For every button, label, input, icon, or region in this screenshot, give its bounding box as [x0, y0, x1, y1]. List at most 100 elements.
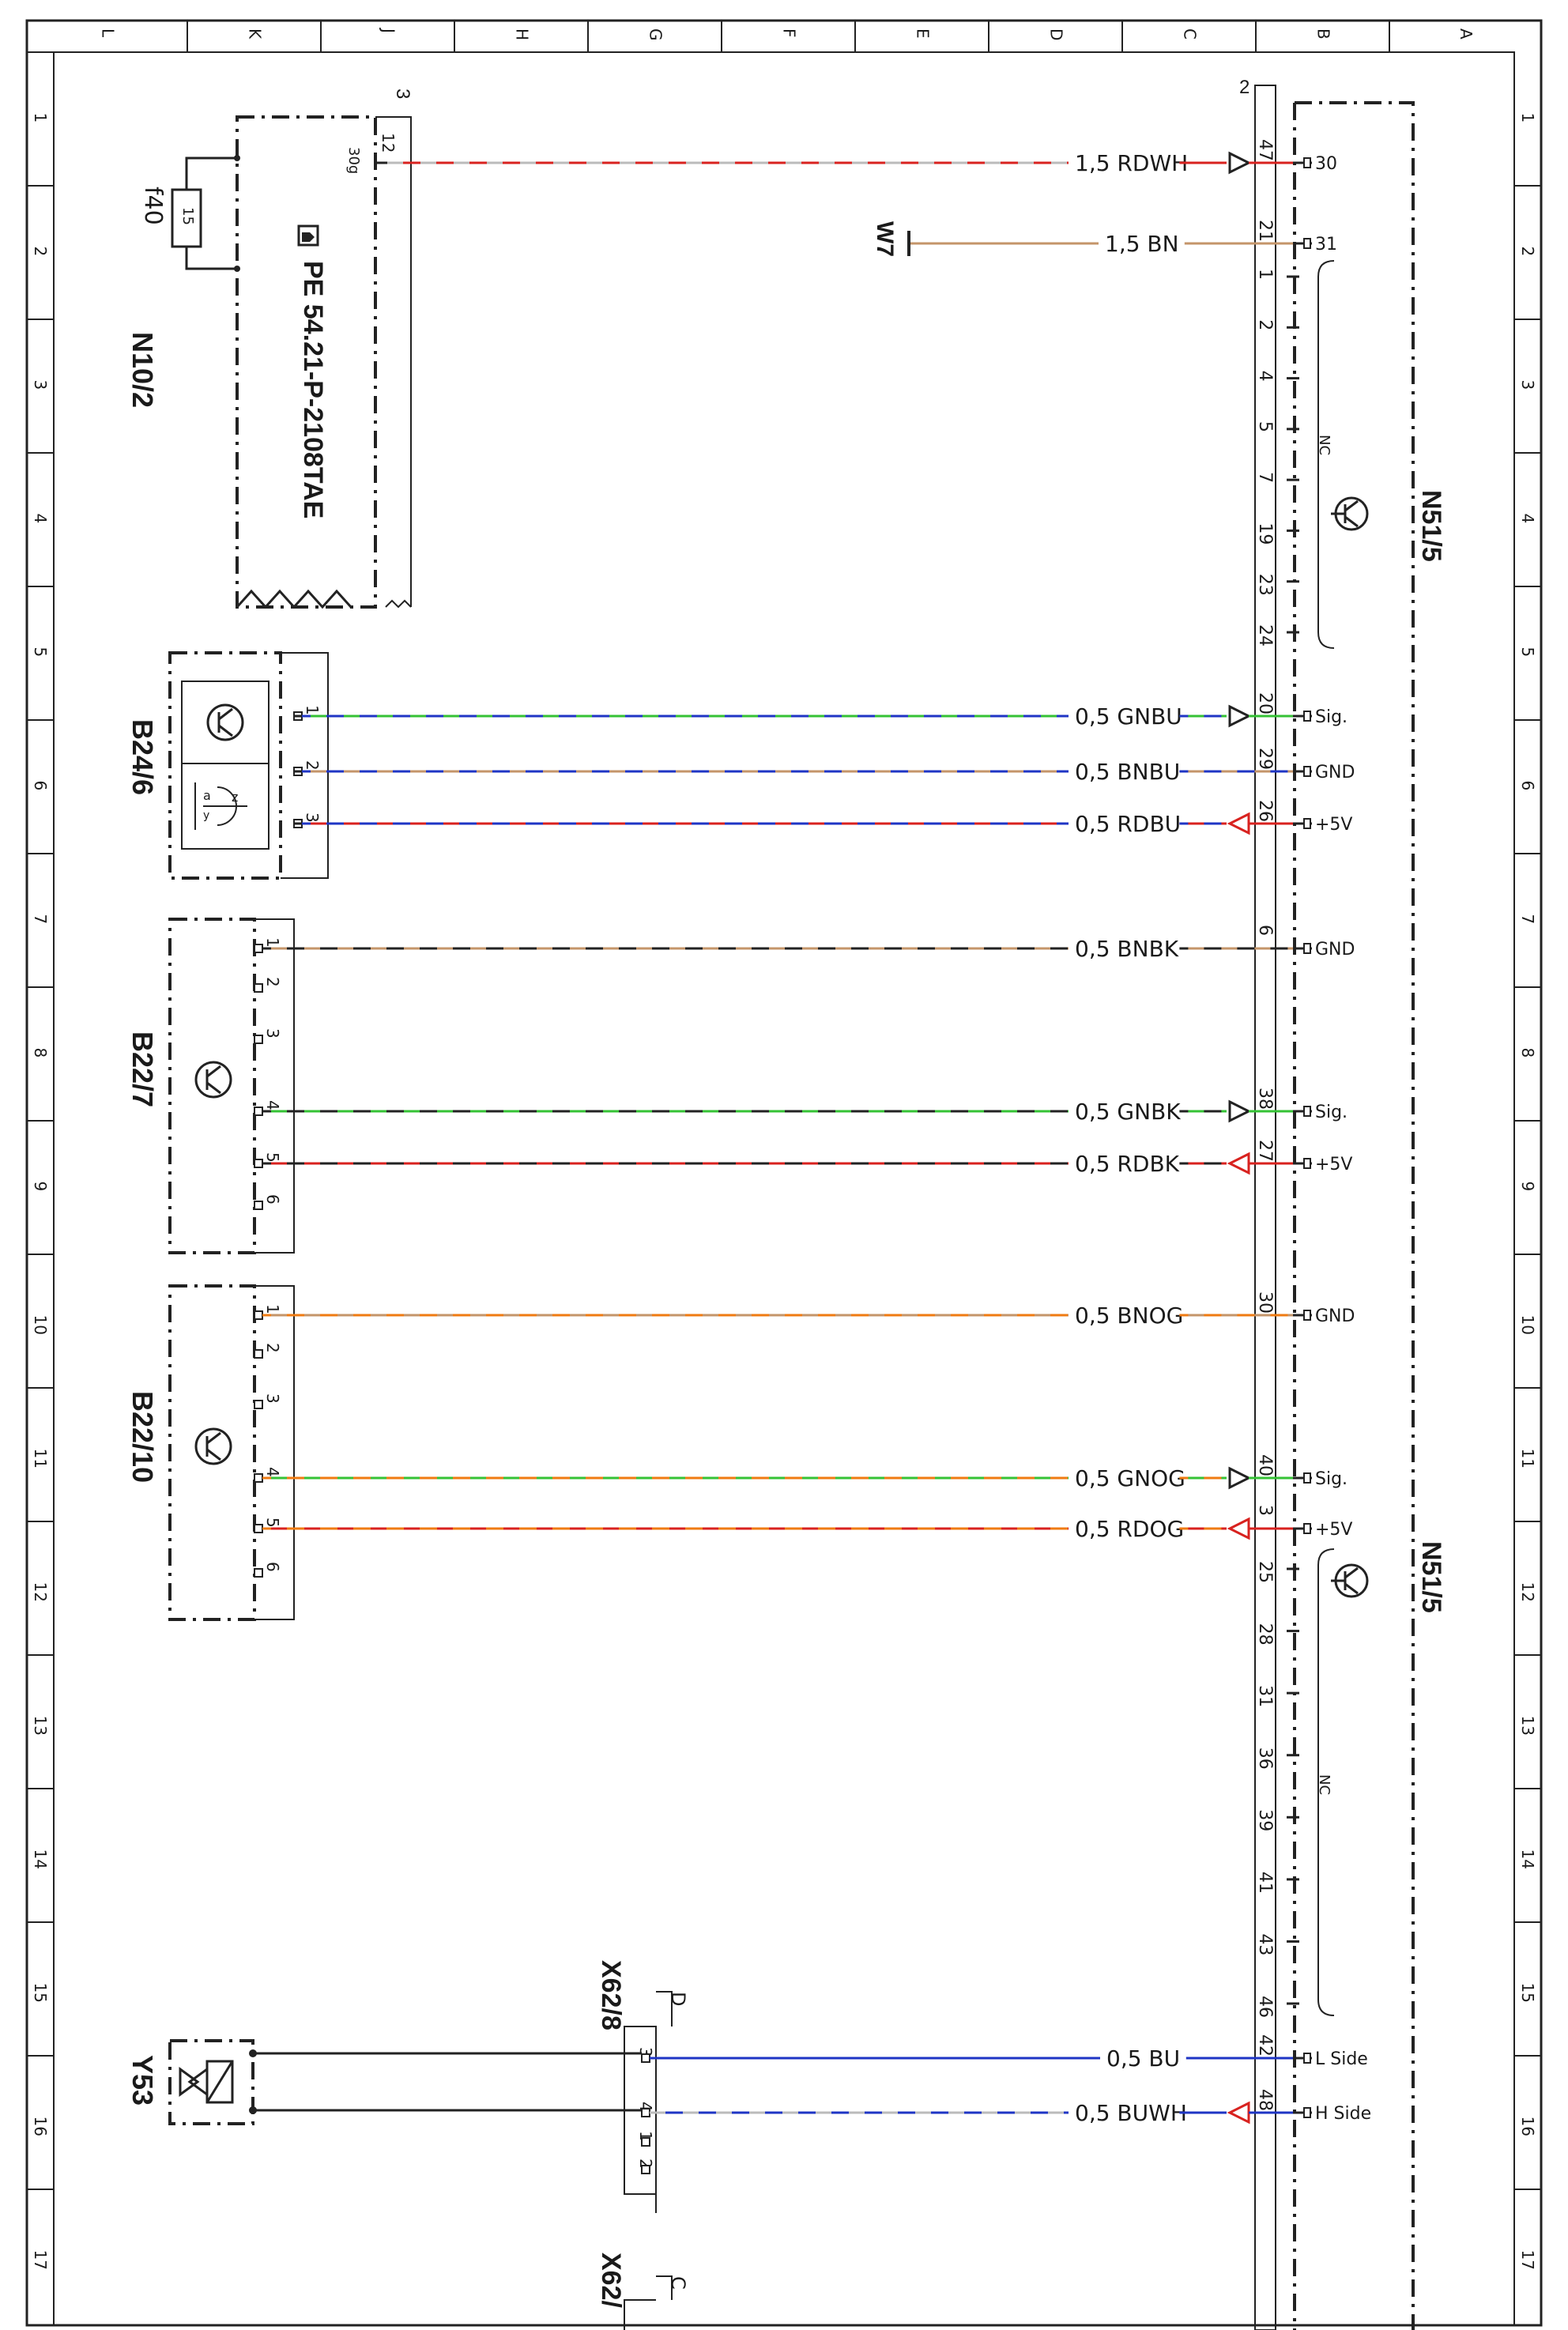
row-label-right: 12 [1518, 1582, 1537, 1602]
nc-pin-label: 36 [1255, 1748, 1275, 1770]
valve-icon [179, 2067, 209, 2097]
svg-text:NC: NC [1316, 1774, 1332, 1795]
connector-pin-label: 3 [303, 812, 322, 823]
connector-pin-label: 6 [263, 1194, 282, 1205]
fuse-value: 15 [179, 207, 196, 225]
n10-2-module: 3 12 30g PE 54.21-P-2108TAE N10/2 15 f40 [126, 89, 413, 609]
connector-pin-label: 1 [263, 1304, 282, 1314]
wire-w12: 0,5 BU 42 L Side [253, 2034, 1368, 2072]
row-label-left: 13 [31, 1716, 50, 1736]
control-unit-pin-label: 21 [1255, 220, 1275, 242]
yaw-rate-icon: a y z [194, 782, 247, 830]
row-label-left: 3 [31, 380, 50, 390]
row-label-left: 8 [31, 1048, 50, 1058]
row-label-left: 4 [31, 514, 50, 524]
control-unit-pin-label: 42 [1255, 2034, 1275, 2057]
connector-pin-label: 2 [263, 977, 282, 987]
n10-2-label: N10/2 [126, 332, 159, 408]
connector-pin-label: 1 [263, 937, 282, 948]
n51-5-label-bottom: N51/5 [1416, 1541, 1446, 1613]
row-label-left: 17 [31, 2250, 50, 2270]
wire-label: 0,5 BNBU [1075, 759, 1180, 785]
nc-pin-label: 46 [1255, 1996, 1275, 2018]
signal-arrow-in [1228, 151, 1252, 175]
control-unit-pin-label: 38 [1255, 1088, 1275, 1110]
y53-label: Y53 [126, 2055, 159, 2106]
b22-10-label: B22/10 [126, 1391, 159, 1483]
nc-bracket-top: NC [1316, 260, 1335, 649]
wire-label: 0,5 BNBK [1075, 936, 1179, 962]
connector-pin-label: 6 [263, 1562, 282, 1572]
y53-valve: Y53 [126, 2039, 257, 2125]
x62-8-letter: D [667, 1992, 689, 2006]
b22-7-transistor-icon [194, 1061, 232, 1099]
control-unit-pin-label: 30 [1255, 1291, 1275, 1314]
connector-pin-label: 3 [263, 1028, 282, 1039]
row-label-left: 15 [31, 1983, 50, 2003]
pin-function-label: H Side [1315, 2104, 1371, 2124]
pin-function-label: +5V [1315, 1520, 1352, 1540]
connector-pin-label: 1 [303, 705, 322, 715]
connector-pin-label: 5 [263, 1518, 282, 1528]
nc-pin-label: 1 [1255, 269, 1275, 280]
nc-pin-label: 43 [1255, 1933, 1275, 1955]
column-label: G [646, 28, 665, 41]
wire-label: 0,5 BU [1106, 2045, 1180, 2072]
n10-2-box-number: 3 [392, 89, 413, 99]
signal-arrow-out [1227, 812, 1250, 835]
b24-6-sensor: a y z B24/6 123 [126, 651, 329, 880]
pin-function-label: +5V [1315, 1155, 1352, 1174]
pin-function-label: L Side [1315, 2049, 1368, 2069]
control-unit-pin-label: 27 [1255, 1140, 1275, 1162]
signal-arrow-in [1228, 1099, 1252, 1123]
connector-pin-label: 4 [263, 1100, 282, 1110]
wire-label: 0,5 GNOG [1075, 1465, 1185, 1491]
n51-5-box-number: 2 [1239, 77, 1250, 98]
signal-arrow-out [1227, 2101, 1250, 2125]
wire-label: 0,5 BUWH [1075, 2100, 1187, 2126]
transistor-icon-top [1331, 496, 1369, 531]
connector-pin-label: 4 [263, 1467, 282, 1477]
control-unit-pin-label: 6 [1255, 925, 1275, 936]
row-label-right: 13 [1518, 1716, 1537, 1736]
pin-function-label: GND [1315, 763, 1355, 782]
row-label-right: 11 [1518, 1449, 1537, 1469]
row-label-left: 9 [31, 1182, 50, 1192]
wire-label: 1,5 BN [1105, 231, 1179, 257]
connector-pin-label: 5 [263, 1152, 282, 1163]
column-label: D [1047, 28, 1066, 40]
nc-pin-label: 23 [1255, 574, 1275, 596]
book-reference-icon [297, 224, 319, 247]
transistor-icon-bottom [1331, 1563, 1369, 1598]
nc-pin-label: 25 [1255, 1561, 1275, 1583]
row-label-right: 2 [1518, 247, 1537, 257]
fuse-f40: 15 f40 [139, 155, 240, 272]
column-label: C [1181, 28, 1200, 40]
row-label-right: 3 [1518, 380, 1537, 390]
b22-7-label: B22/7 [126, 1031, 159, 1107]
control-unit-pin-label: 29 [1255, 748, 1275, 770]
control-unit-pin-label: 3 [1255, 1505, 1275, 1516]
x62-lower-connector: C X62/ [596, 2253, 689, 2330]
row-label-right: 16 [1518, 2117, 1537, 2136]
row-label-right: 4 [1518, 514, 1537, 524]
pin-function-label: Sig. [1315, 1469, 1348, 1489]
wire-label: 0,5 GNBU [1075, 703, 1182, 730]
x62-lower-letter: C [667, 2276, 689, 2290]
svg-text:a: a [203, 788, 211, 803]
row-label-right: 6 [1518, 781, 1537, 791]
fuse-name: f40 [139, 187, 167, 225]
nc-pin-label: 7 [1255, 472, 1275, 483]
